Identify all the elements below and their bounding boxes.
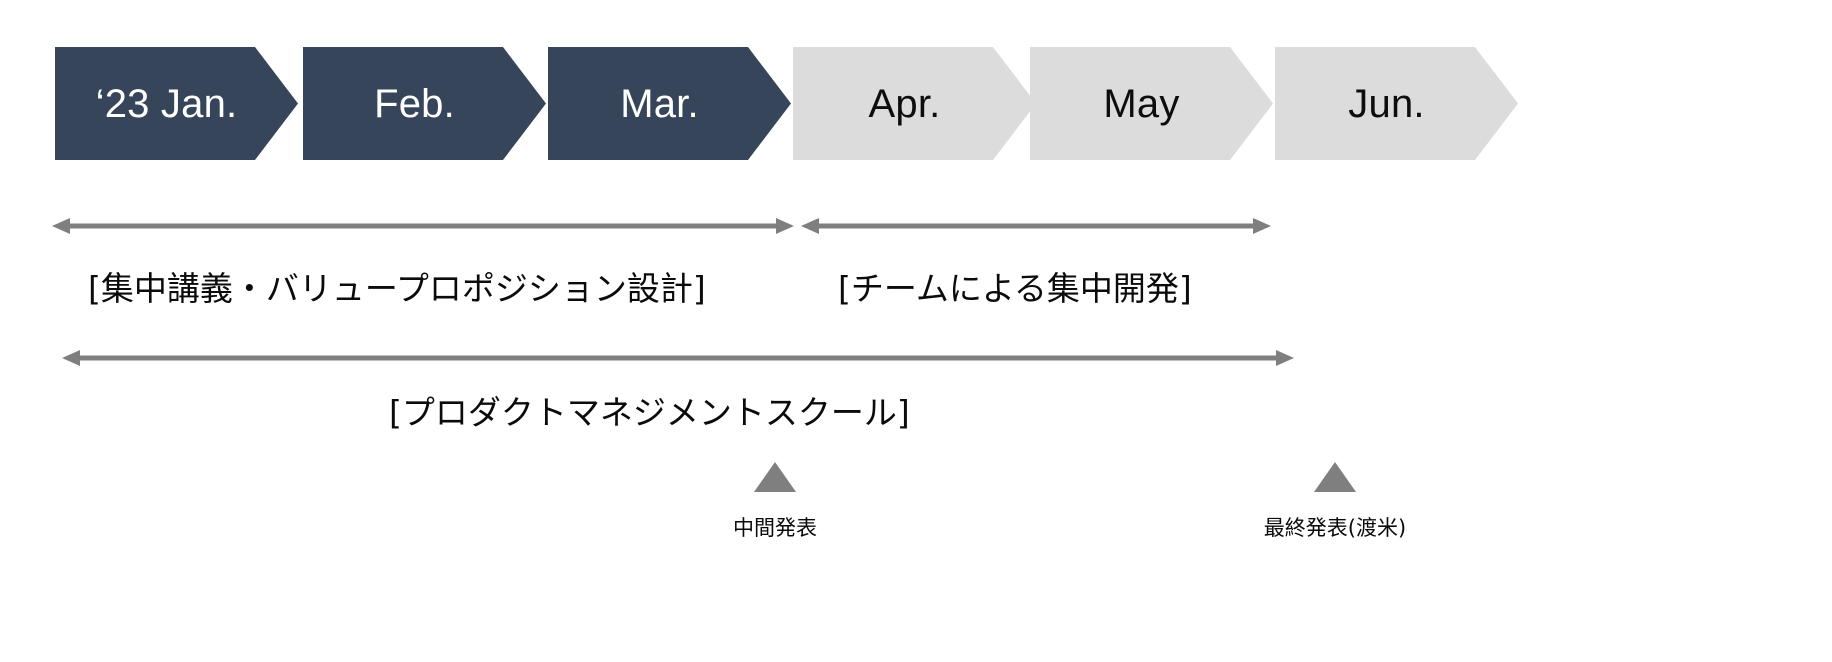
month-chevron-jan[interactable]: ‘23 Jan. — [55, 47, 298, 160]
month-chevron-band: ‘23 Jan. Feb. Mar. Apr. May Jun. — [0, 0, 1832, 200]
month-chevron-jun-label: Jun. — [1348, 81, 1425, 126]
milestone-interim-presentation[interactable]: 中間発表 — [694, 462, 856, 539]
phase-1-caption: [集中講義・バリュープロポジション設計] — [88, 269, 706, 308]
month-chevron-jun[interactable]: Jun. — [1275, 47, 1518, 160]
phase-2-span-arrow — [801, 215, 1271, 237]
milestone-final-presentation-label: 最終発表(渡米) — [1263, 516, 1407, 540]
phase-2-caption: [チームによる集中開発] — [838, 269, 1192, 308]
month-chevron-may[interactable]: May — [1030, 47, 1273, 160]
month-chevron-mar-label: Mar. — [620, 81, 699, 126]
month-chevron-may-label: May — [1103, 81, 1180, 126]
month-chevron-mar[interactable]: Mar. — [548, 47, 791, 160]
triangle-marker-icon — [754, 462, 796, 492]
milestone-interim-presentation-label: 中間発表 — [733, 516, 817, 540]
program-caption: [プロダクトマネジメントスクール] — [389, 393, 910, 432]
phase-1-span-arrow — [52, 215, 794, 237]
triangle-marker-icon — [1314, 462, 1356, 492]
program-span-arrow — [62, 347, 1294, 369]
month-chevron-apr-label: Apr. — [868, 81, 941, 126]
month-chevron-jan-label: ‘23 Jan. — [95, 81, 238, 126]
month-chevron-feb[interactable]: Feb. — [303, 47, 546, 160]
month-chevron-feb-label: Feb. — [374, 81, 455, 126]
month-chevron-apr[interactable]: Apr. — [793, 47, 1036, 160]
milestone-final-presentation[interactable]: 最終発表(渡米) — [1250, 462, 1420, 539]
